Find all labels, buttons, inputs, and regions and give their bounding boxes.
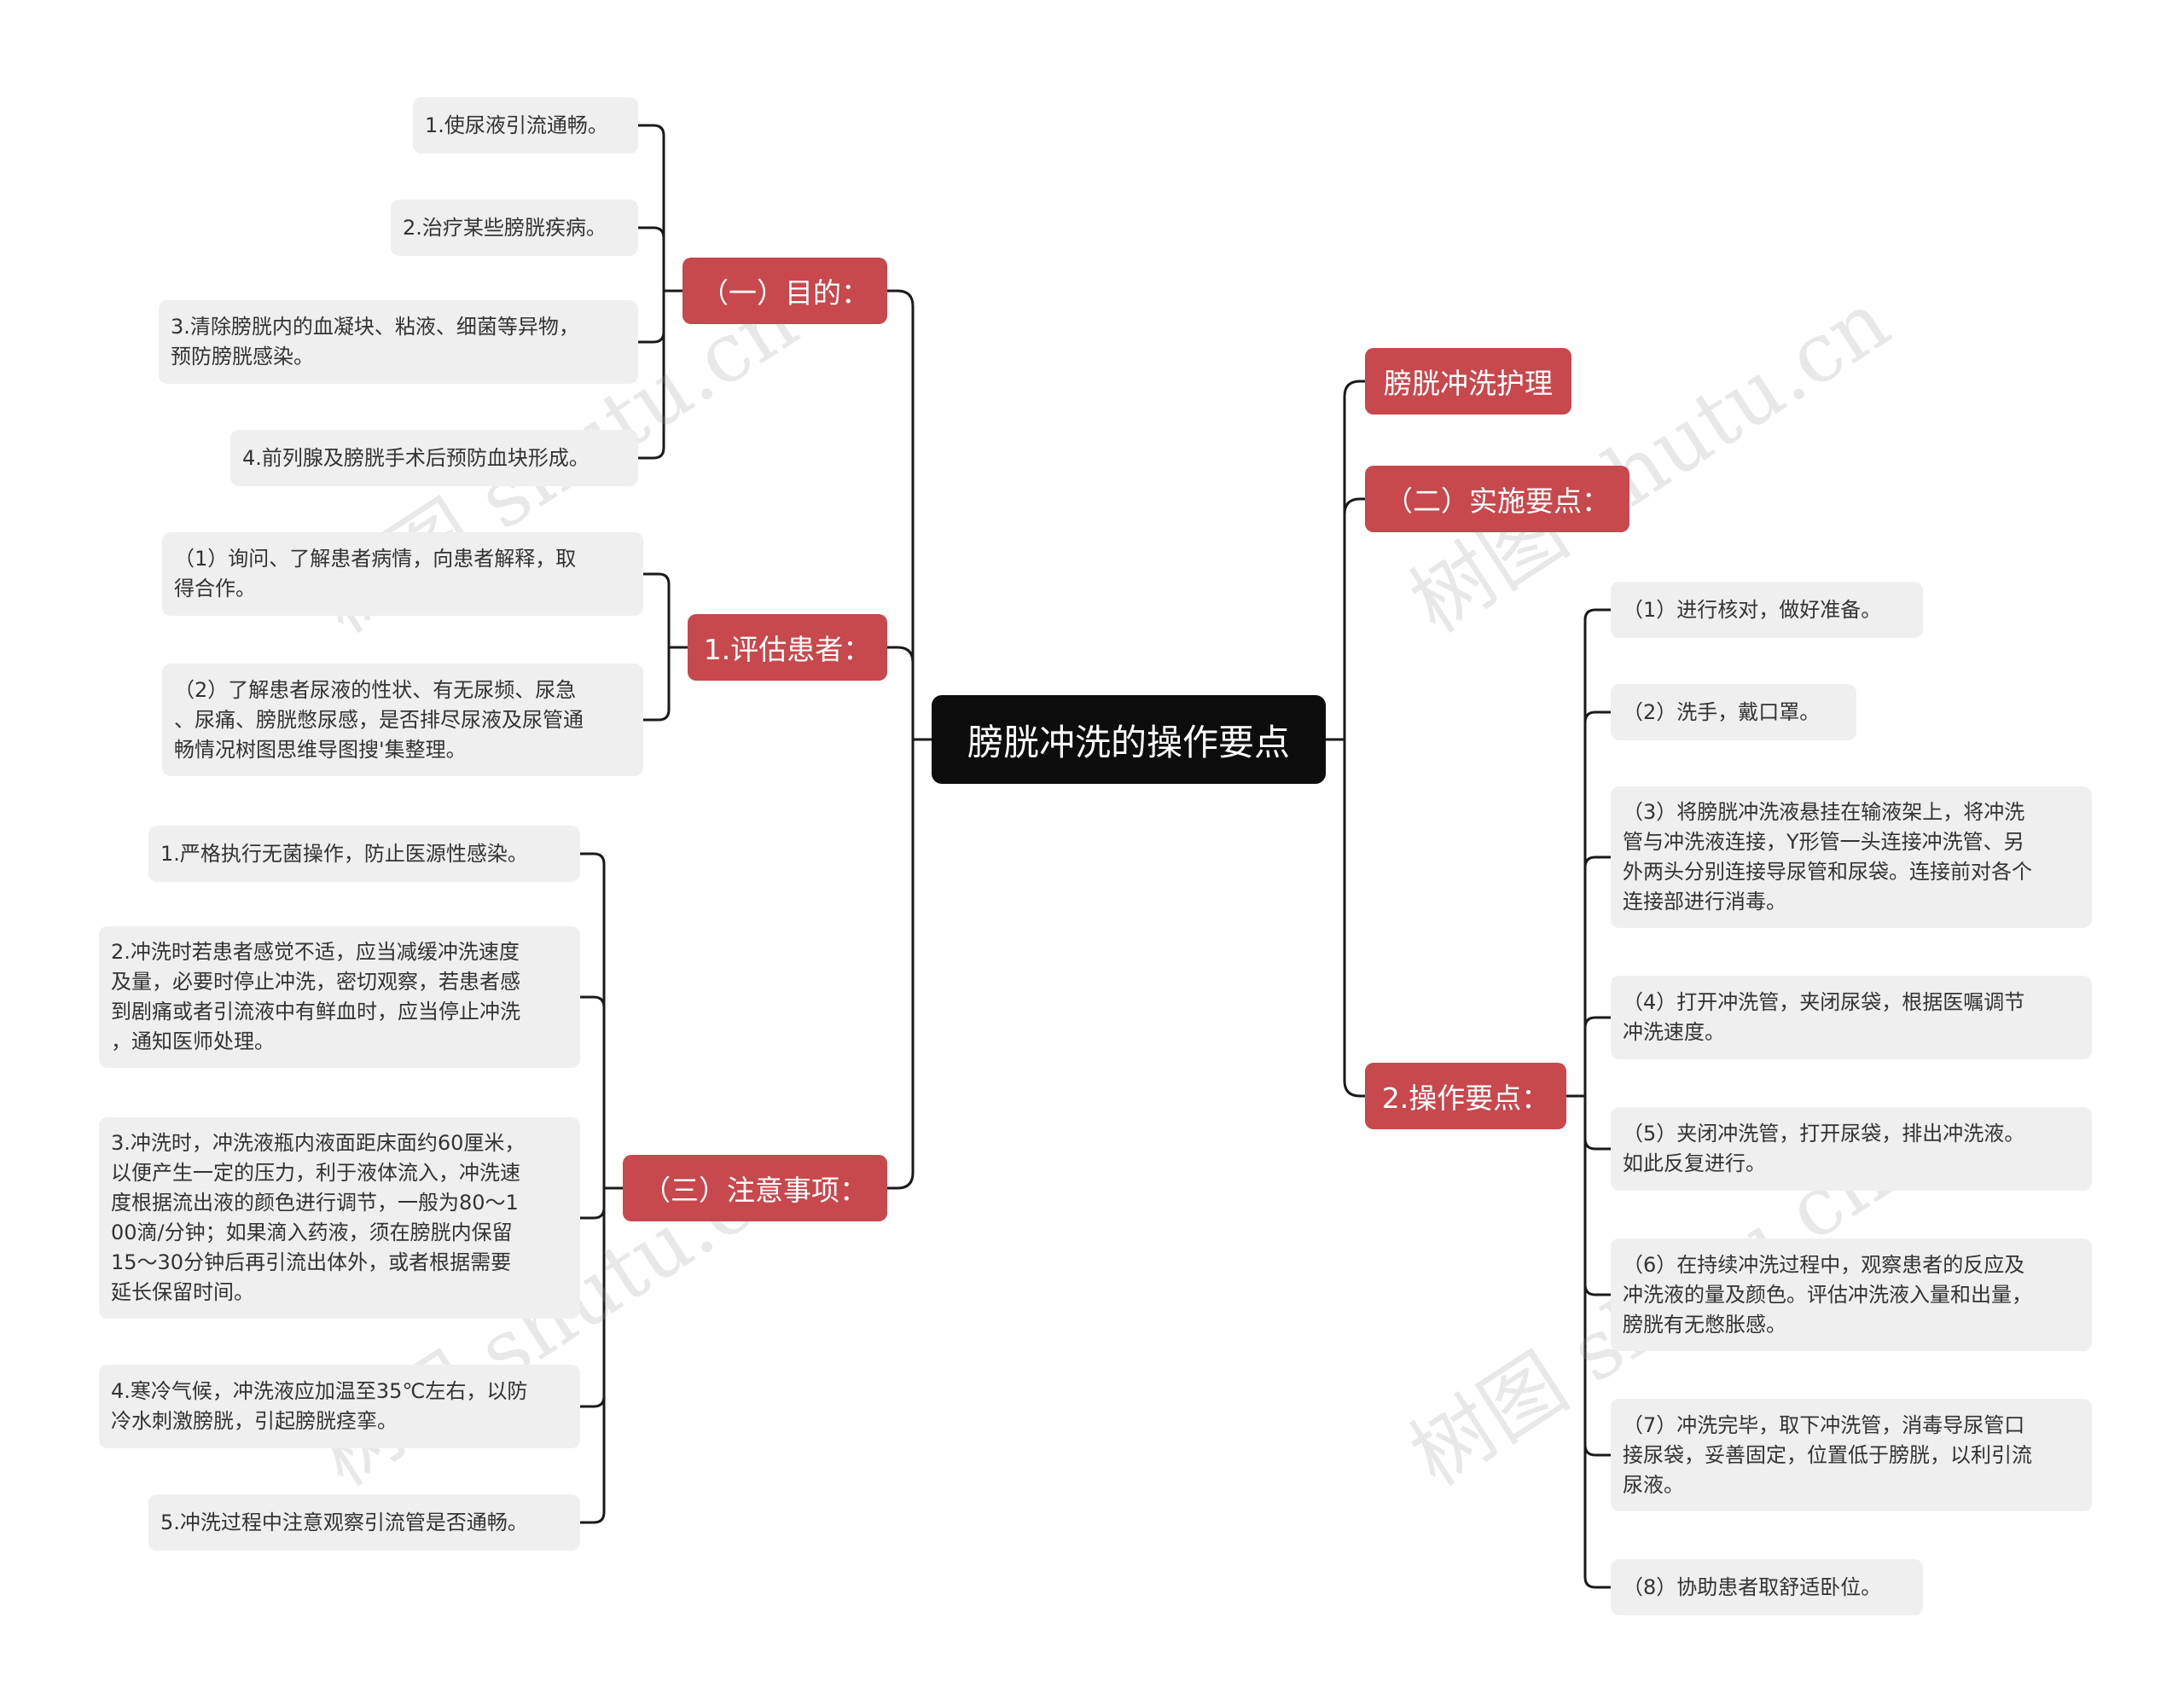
leaf-operation-1[interactable]: （1）进行核对，做好准备。 bbox=[1611, 582, 1923, 638]
connector-line bbox=[643, 647, 671, 722]
connector-line bbox=[1583, 608, 1611, 1096]
branch-assess-patient[interactable]: 1.评估患者： bbox=[688, 614, 887, 681]
connector-line bbox=[1583, 1016, 1611, 1096]
leaf-precaution-4[interactable]: 4.寒冷气候，冲洗液应加温至35℃左右，以防 冷水刺激膀胱，引起膀胱痉挛。 bbox=[99, 1365, 580, 1448]
leaf-operation-6[interactable]: （6）在持续冲洗过程中，观察患者的反应及 冲洗液的量及颜色。评估冲洗液入量和出量… bbox=[1611, 1238, 2092, 1351]
branch-bladder-irrigation-care[interactable]: 膀胱冲洗护理 bbox=[1365, 348, 1571, 415]
connector-line bbox=[643, 572, 671, 647]
connector-line bbox=[1343, 497, 1365, 739]
connector-line bbox=[580, 852, 606, 1188]
leaf-operation-8[interactable]: （8）协助患者取舒适卧位。 bbox=[1611, 1559, 1923, 1615]
leaf-purpose-2[interactable]: 2.治疗某些膀胱疾病。 bbox=[391, 200, 638, 256]
leaf-operation-2[interactable]: （2）洗手，戴口罩。 bbox=[1611, 684, 1856, 740]
leaf-assess-1[interactable]: （1）询问、了解患者病情，向患者解释，取 得合作。 bbox=[162, 532, 643, 616]
leaf-operation-4[interactable]: （4）打开冲洗管，夹闭尿袋，根据医嘱调节 冲洗速度。 bbox=[1611, 976, 2092, 1059]
leaf-operation-7[interactable]: （7）冲洗完毕，取下冲洗管，消毒导尿管口 接尿袋，妥善固定，位置低于膀胱，以利引… bbox=[1611, 1399, 2092, 1511]
connector-line bbox=[1343, 380, 1365, 739]
connector-line bbox=[1583, 855, 1611, 1096]
connector-line bbox=[1583, 1096, 1611, 1151]
branch-purpose[interactable]: （一）目的： bbox=[682, 258, 887, 324]
connector-line bbox=[887, 739, 915, 1190]
leaf-purpose-4[interactable]: 4.前列腺及膀胱手术后预防血块形成。 bbox=[230, 430, 638, 486]
branch-precautions[interactable]: （三）注意事项： bbox=[623, 1155, 887, 1221]
leaf-precaution-5[interactable]: 5.冲洗过程中注意观察引流管是否通畅。 bbox=[148, 1494, 580, 1551]
leaf-precaution-1[interactable]: 1.严格执行无菌操作，防止医源性感染。 bbox=[148, 826, 580, 882]
connector-line bbox=[1583, 710, 1611, 1096]
connector-line bbox=[1343, 739, 1365, 1098]
connector-line bbox=[887, 289, 915, 739]
leaf-purpose-3[interactable]: 3.清除膀胱内的血凝块、粘液、细菌等异物， 预防膀胱感染。 bbox=[159, 300, 638, 384]
leaf-operation-5[interactable]: （5）夹闭冲洗管，打开尿袋，排出冲洗液。 如此反复进行。 bbox=[1611, 1107, 2092, 1191]
connector-line bbox=[580, 995, 606, 1188]
leaf-operation-3[interactable]: （3）将膀胱冲洗液悬挂在输液架上，将冲洗 管与冲洗液连接，Y形管一头连接冲洗管、… bbox=[1611, 786, 2092, 928]
leaf-precaution-3[interactable]: 3.冲洗时，冲洗液瓶内液面距床面约60厘米， 以便产生一定的压力，利于液体流入，… bbox=[99, 1117, 580, 1319]
leaf-precaution-2[interactable]: 2.冲洗时若患者感觉不适，应当减缓冲洗速度 及量，必要时停止冲洗，密切观察，若患… bbox=[99, 926, 580, 1068]
leaf-purpose-1[interactable]: 1.使尿液引流通畅。 bbox=[413, 97, 638, 154]
branch-implementation[interactable]: （二）实施要点： bbox=[1365, 466, 1629, 532]
leaf-assess-2[interactable]: （2）了解患者尿液的性状、有无尿频、尿急 、尿痛、膀胱憋尿感，是否排尽尿液及尿管… bbox=[162, 664, 643, 776]
connector-line bbox=[638, 124, 665, 291]
connector-line bbox=[638, 226, 665, 291]
connector-line bbox=[887, 646, 915, 739]
branch-operation-points[interactable]: 2.操作要点： bbox=[1365, 1063, 1566, 1129]
root-node[interactable]: 膀胱冲洗的操作要点 bbox=[932, 695, 1326, 784]
